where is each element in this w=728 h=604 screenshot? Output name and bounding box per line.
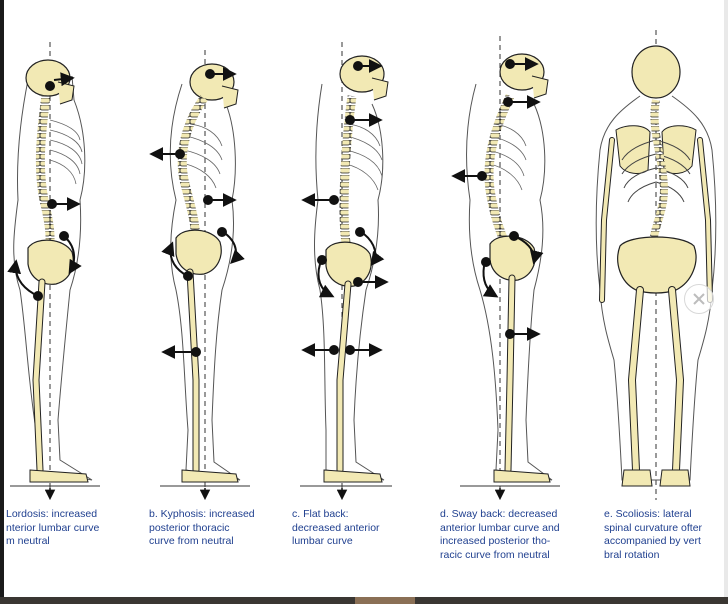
right-border [724, 0, 728, 604]
caption-scoliosis: e. Scoliosis: lateral spinal curvature o… [604, 508, 703, 561]
close-button[interactable] [684, 284, 714, 314]
figure-flat-back [301, 42, 389, 501]
caption-lordosis: Lordosis: increased nterior lumbar curve… [6, 508, 100, 547]
figure-scoliosis [595, 30, 717, 500]
close-icon [693, 293, 705, 305]
figure-kyphosis [149, 50, 245, 501]
figure-sway-back [451, 36, 553, 501]
caption-kyphosis: b. Kyphosis: increased posterior thoraci… [149, 508, 255, 547]
figure-lordosis [7, 42, 93, 501]
caption-sway-back: d. Sway back: decreased anterior lumbar … [440, 508, 560, 561]
bottom-border [0, 597, 728, 604]
left-border [0, 0, 4, 604]
caption-flat-back: c. Flat back: decreased anterior lumbar … [292, 508, 380, 547]
pelvis [27, 239, 74, 285]
